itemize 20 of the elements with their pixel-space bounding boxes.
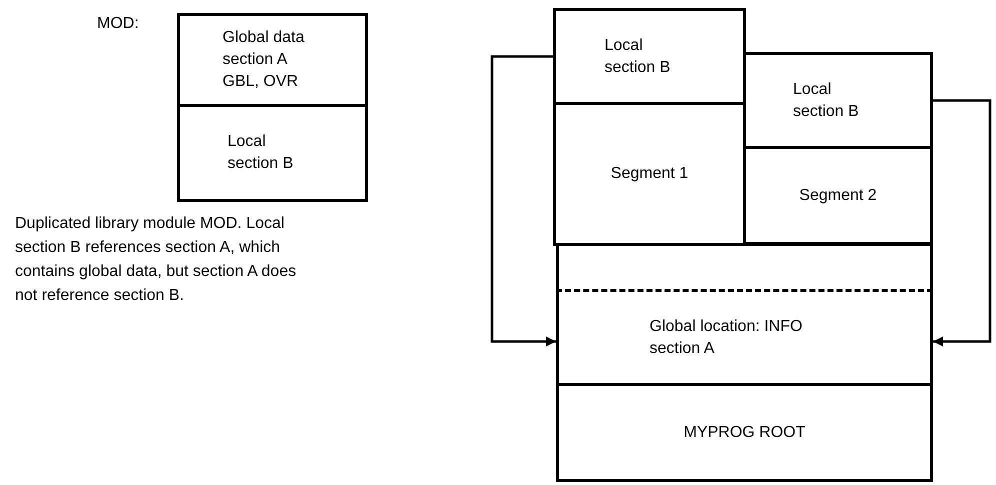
memory-section-box (556, 383, 933, 482)
section-label: Local section B (228, 132, 294, 174)
memory-section-box (556, 243, 933, 292)
section-label: Local section B (793, 80, 860, 122)
memory-section-box (177, 13, 368, 107)
section-label: Segment 1 (610, 164, 688, 184)
memory-section-box (743, 146, 933, 245)
arrow (933, 99, 992, 346)
module-name-label: MOD: (97, 14, 140, 34)
section-label: Segment 2 (799, 186, 877, 206)
memory-section-box (553, 8, 746, 105)
arrow (490, 55, 556, 346)
caption-note: Duplicated library module MOD. Local section B references section A, which contains global data, but section A does not reference section B. (15, 214, 298, 306)
section-label: Global data section A GBL, OVR (222, 28, 306, 92)
memory-section-box (177, 104, 368, 202)
section-label: Local section B (604, 36, 672, 78)
memory-section-box (556, 289, 933, 386)
section-label: MYPROG ROOT (684, 422, 806, 442)
memory-section-box (743, 52, 933, 149)
section-label: Global location: INFO section A (650, 316, 804, 358)
